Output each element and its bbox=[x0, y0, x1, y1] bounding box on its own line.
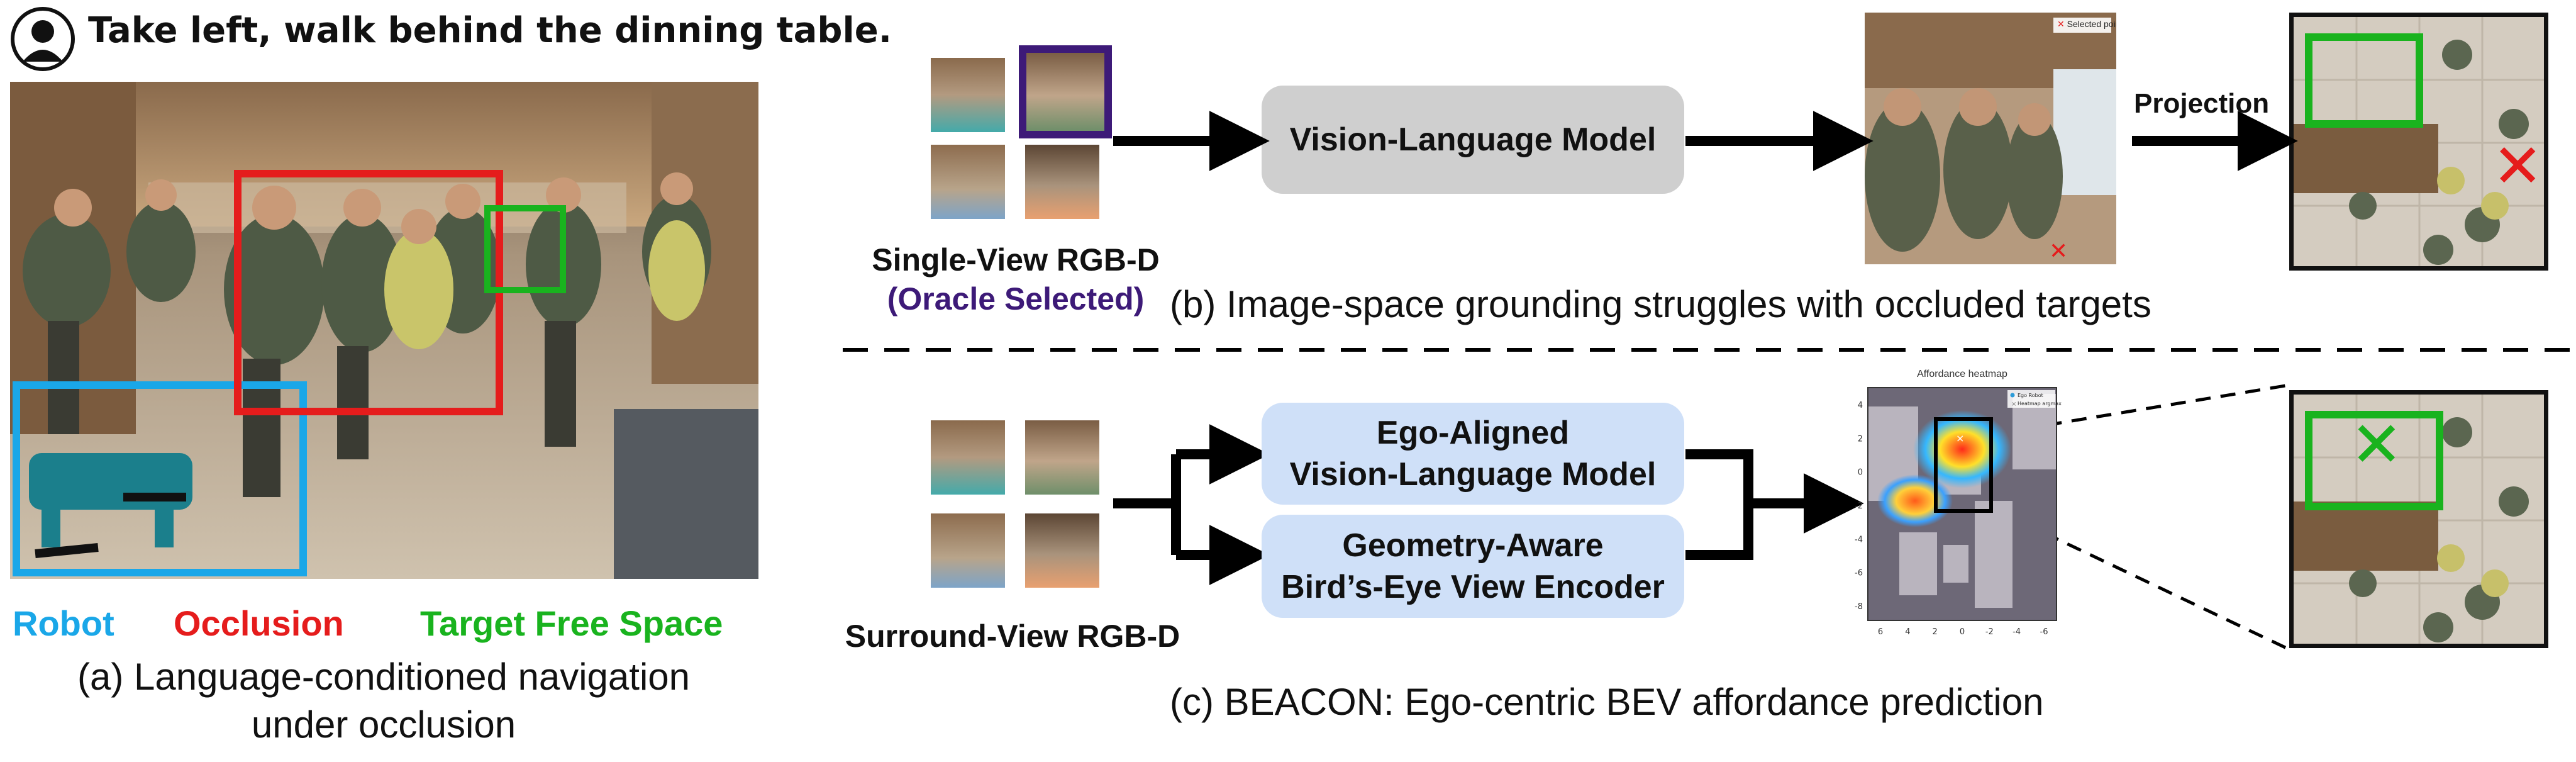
bev-encoder-box: Geometry-Aware Bird’s-Eye View Encoder bbox=[1262, 515, 1684, 618]
surround-thumb-4 bbox=[1025, 513, 1099, 588]
selected-point-legend: ✕ Selected point bbox=[2057, 19, 2116, 30]
legend-ego-robot: Ego Robot bbox=[2018, 393, 2043, 398]
heatmap-legend: × Ego Robot Heatmap argmax bbox=[2007, 390, 2062, 408]
x-tick-label: -4 bbox=[2012, 627, 2021, 637]
vlm-label-b: Vision-Language Model bbox=[1289, 121, 1657, 158]
projection-label: Projection bbox=[2134, 88, 2270, 119]
merge-bracket bbox=[1685, 449, 1753, 560]
view-thumb-1 bbox=[931, 58, 1005, 132]
ego-vlm-box: Ego-Aligned Vision-Language Model bbox=[1262, 403, 1684, 505]
heatmap-zoom-box bbox=[1934, 417, 1993, 513]
x-tick-labels: 6 4 2 0 -2 -4 -6 bbox=[1878, 627, 2048, 637]
vlm-box-b: Vision-Language Model bbox=[1262, 86, 1684, 194]
target-free-space-box bbox=[484, 205, 566, 293]
x-tick-label: 4 bbox=[1905, 627, 1910, 637]
caption-b: (b) Image-space grounding struggles with… bbox=[1170, 283, 2151, 325]
x-tick-label: 2 bbox=[1933, 627, 1938, 637]
single-view-thumbnails bbox=[924, 45, 1113, 228]
argmax-legend-icon: × bbox=[2011, 401, 2016, 408]
correct-prediction-x-icon: ✕ bbox=[2350, 410, 2403, 480]
heatmap-title: Affordance heatmap bbox=[1917, 369, 2007, 379]
heatmap-plot: × 6 4 2 0 -2 -4 -6 4 2 0 -2 -4 -6 -8 × Ego Robot Hea… bbox=[1855, 387, 2062, 637]
legend-heatmap-argmax: Heatmap argmax bbox=[2018, 401, 2062, 406]
selected-point-legend-text: Selected point bbox=[2067, 19, 2116, 29]
x-tick-label: -6 bbox=[2040, 627, 2048, 637]
view-thumb-oracle bbox=[1019, 45, 1112, 138]
vlm-output-image: ✕ Selected point ✕ bbox=[1865, 13, 2116, 264]
legend-occlusion: Occlusion bbox=[174, 603, 344, 643]
y-tick-label: 2 bbox=[1858, 434, 1863, 444]
bev-encoder-line2: Bird’s-Eye View Encoder bbox=[1281, 569, 1665, 605]
y-tick-label: 0 bbox=[1858, 468, 1863, 478]
surround-view-thumbnails bbox=[924, 415, 1113, 598]
oracle-selected-label: (Oracle Selected) bbox=[887, 281, 1145, 317]
view-thumb-3 bbox=[931, 145, 1005, 219]
bev-result-b: ✕ bbox=[2289, 13, 2548, 271]
wrong-prediction-x-icon: ✕ bbox=[2492, 133, 2543, 200]
x-tick-label: 0 bbox=[1960, 627, 1965, 637]
bev-encoder-line1: Geometry-Aware bbox=[1342, 527, 1604, 564]
surround-thumb-3 bbox=[931, 513, 1005, 588]
heatmap-hotspot-secondary bbox=[1877, 474, 1953, 527]
target-box-c bbox=[2305, 411, 2443, 510]
y-tick-label: -4 bbox=[1855, 535, 1863, 544]
legend-robot: Robot bbox=[13, 603, 114, 643]
x-tick-label: 6 bbox=[1878, 627, 1883, 637]
caption-c: (c) BEACON: Ego-centric BEV affordance p… bbox=[1170, 681, 2044, 723]
y-tick-label: -8 bbox=[1855, 602, 1863, 612]
heatmap-argmax-marker: × bbox=[1956, 432, 1964, 444]
target-box-b bbox=[2305, 33, 2423, 128]
occlusion-bounding-box bbox=[234, 170, 503, 415]
y-tick-label: -6 bbox=[1855, 569, 1863, 578]
ego-robot-legend-icon bbox=[2010, 393, 2015, 398]
x-tick-label: -2 bbox=[1985, 627, 1994, 637]
selected-point-x-icon: ✕ bbox=[2049, 238, 2068, 264]
y-tick-label: 4 bbox=[1858, 401, 1863, 410]
ego-vlm-line2: Vision-Language Model bbox=[1289, 456, 1657, 493]
y-tick-labels: 4 2 0 -2 -4 -6 -8 bbox=[1855, 401, 1863, 612]
robot-bounding-box bbox=[13, 381, 307, 576]
bev-result-c: ✕ bbox=[2289, 390, 2548, 648]
view-thumb-4 bbox=[1025, 145, 1099, 219]
selected-point-marker-icon: ✕ bbox=[2057, 19, 2065, 29]
legend-target-free-space: Target Free Space bbox=[420, 603, 723, 643]
surround-thumb-1 bbox=[931, 420, 1005, 495]
caption-a-line2: under occlusion bbox=[251, 703, 516, 746]
y-tick-label: -2 bbox=[1855, 501, 1863, 511]
single-view-label: Single-View RGB-D bbox=[872, 242, 1160, 277]
caption-a-line1: (a) Language-conditioned navigation bbox=[77, 656, 691, 698]
instruction-text: Take left, walk behind the dinning table… bbox=[88, 10, 892, 51]
surround-view-label: Surround-View RGB-D bbox=[845, 619, 1180, 654]
ego-vlm-line1: Ego-Aligned bbox=[1376, 415, 1570, 451]
scene-image-a bbox=[10, 82, 758, 579]
affordance-heatmap-chart: Affordance heatmap × 6 4 2 0 -2 -4 -6 4 2 0 -2 -4 -… bbox=[1843, 369, 2069, 658]
surround-thumb-2 bbox=[1025, 420, 1099, 495]
user-avatar-icon bbox=[10, 6, 75, 72]
